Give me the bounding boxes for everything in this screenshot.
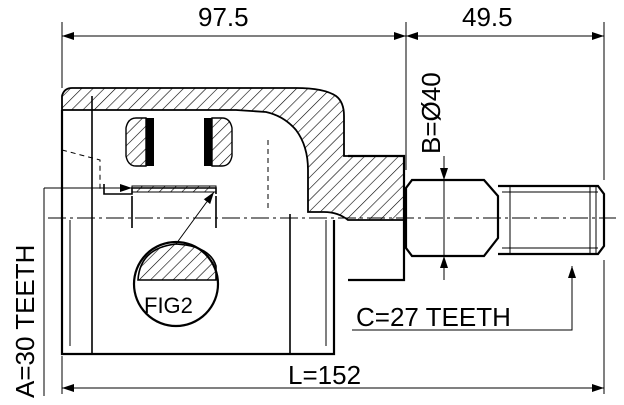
spline-lines (509, 186, 597, 254)
roller-left (125, 117, 147, 167)
dim-diameter: B=Ø40 (416, 72, 446, 154)
dim-c-leader (352, 266, 576, 331)
dim-overall-length: L=152 (288, 360, 361, 390)
fig2-label: FIG2 (144, 293, 193, 318)
housing-section (60, 87, 405, 356)
hidden-line-1 (61, 149, 101, 190)
dim-splines-right: C=27 TEETH (356, 302, 511, 332)
roller-right-ring (204, 118, 212, 166)
fig2-callout: FIG2 (132, 191, 220, 328)
neck-outline (348, 154, 406, 282)
shaft (348, 154, 606, 282)
fig2-leader (175, 191, 215, 245)
spline-hatch (131, 185, 217, 193)
roller-right (211, 117, 233, 167)
roller-left-ring (146, 118, 154, 166)
housing-hatch (61, 87, 405, 221)
trunnion-sides (131, 196, 217, 228)
tripod-rollers (103, 117, 233, 228)
dim-top-left: 97.5 (198, 2, 249, 32)
shaft-spline-end (498, 184, 606, 256)
housing-outline (60, 110, 336, 356)
spline-root-lines (502, 191, 598, 249)
shaft-body (404, 178, 500, 258)
dim-top-right: 49.5 (462, 2, 513, 32)
fig2-hatch (137, 243, 217, 281)
dimensions: 97.5 49.5 B=Ø40 A=30 TEETH C=27 TEETH L=… (10, 2, 605, 398)
dim-splines-left: A=30 TEETH (10, 245, 40, 398)
fig2-circle (132, 240, 220, 328)
